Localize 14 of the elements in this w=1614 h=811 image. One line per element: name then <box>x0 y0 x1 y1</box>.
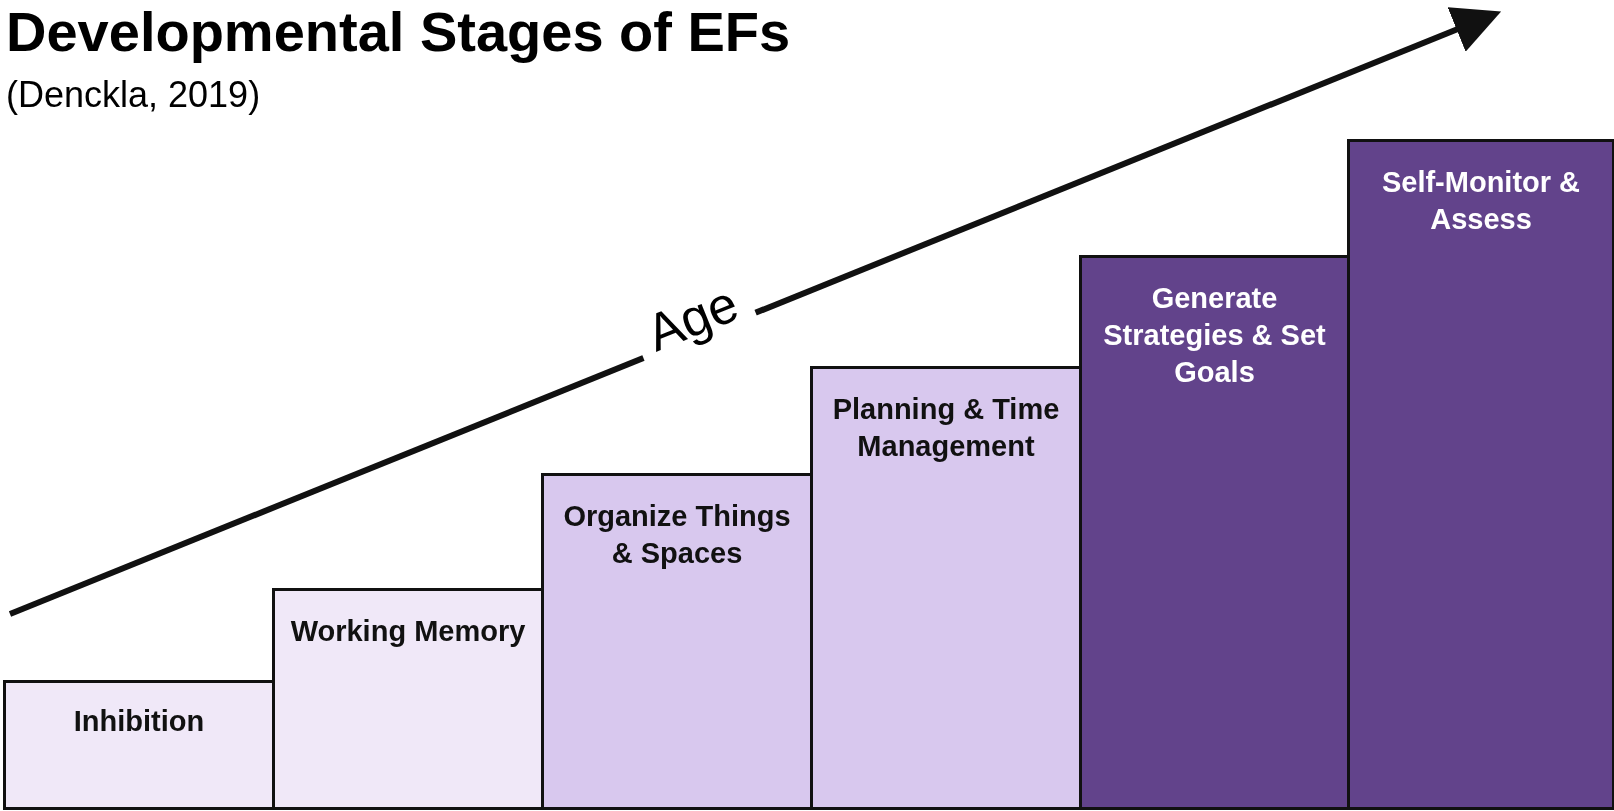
stage-label: Working Memory <box>289 614 527 649</box>
stage-label: Inhibition <box>72 704 206 739</box>
stage-label: Self-Monitor & Assess <box>1380 165 1582 237</box>
title: Developmental Stages of EFs <box>6 2 791 62</box>
caption: (Denckla, 2019) <box>6 74 261 116</box>
stage-bar <box>1079 255 1350 810</box>
stage-label: Generate Strategies & Set Goals <box>1102 281 1327 390</box>
stage-bar <box>541 473 813 810</box>
stage-bar <box>272 588 544 810</box>
stage-bar <box>1347 139 1614 810</box>
stage-label: Planning & Time Management <box>831 392 1061 464</box>
stage-bar <box>810 366 1082 810</box>
stage-label: Organize Things & Spaces <box>562 499 792 571</box>
stage-bar <box>3 680 275 810</box>
